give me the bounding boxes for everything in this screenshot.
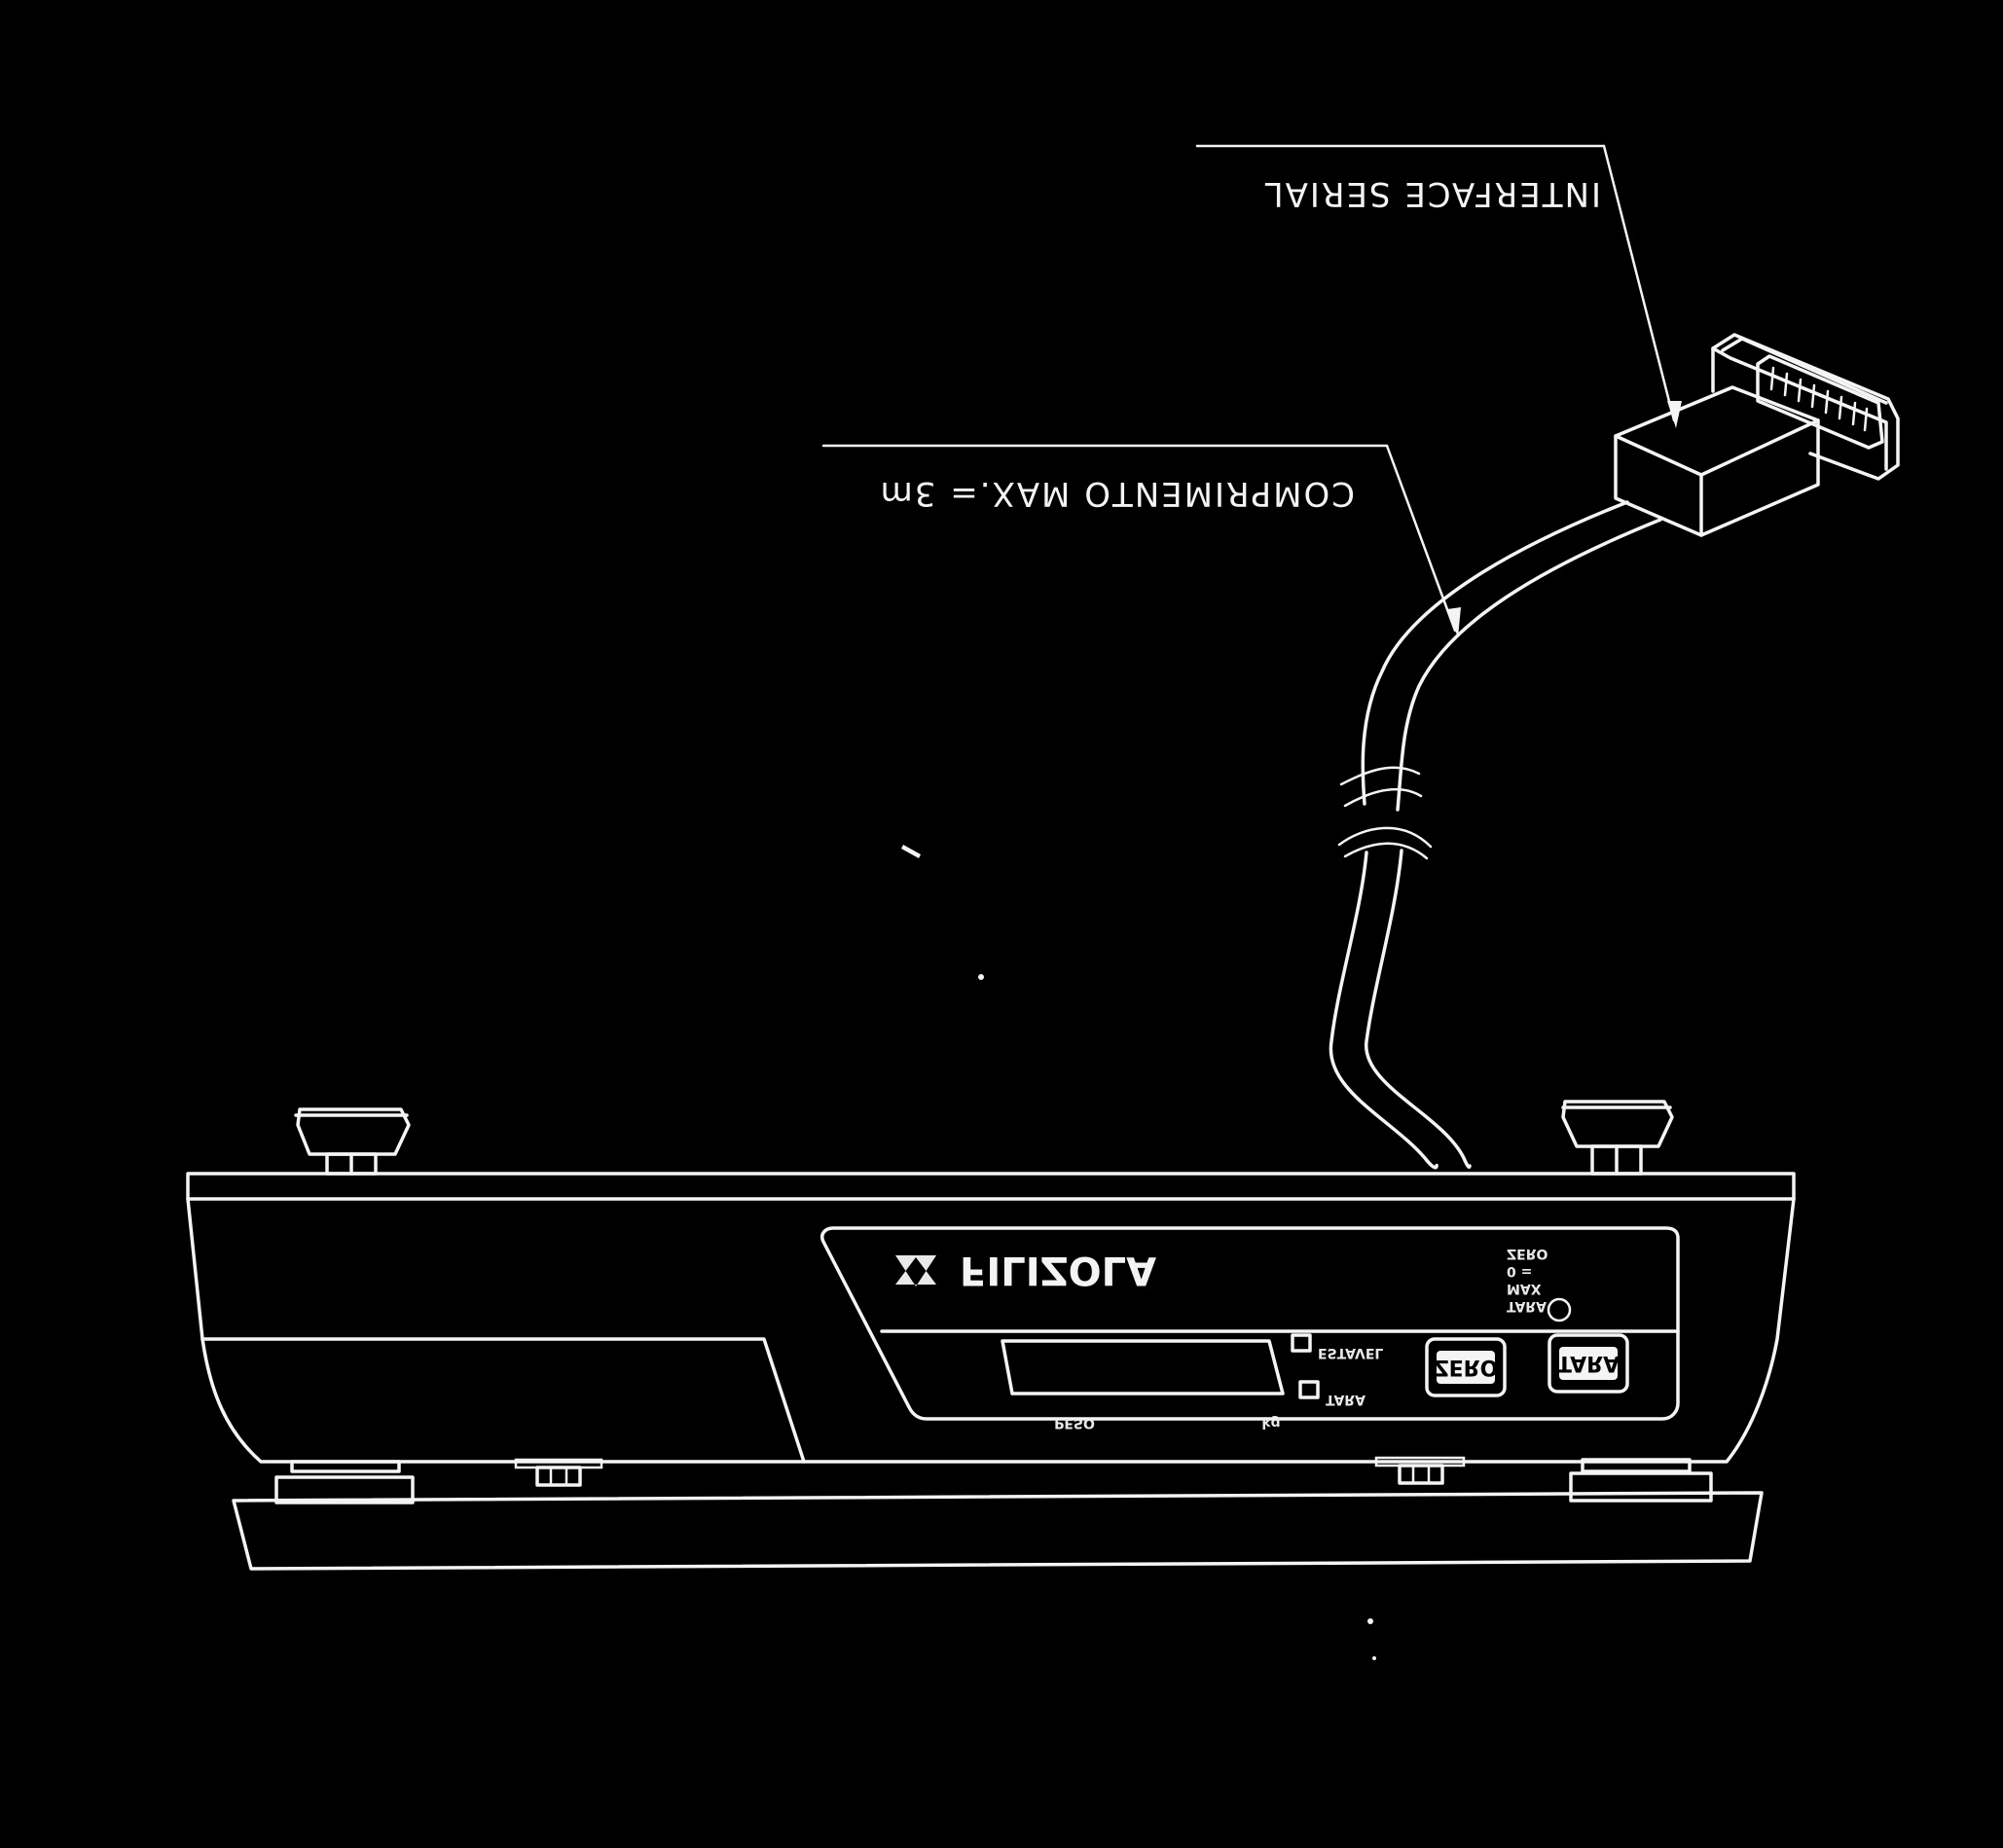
interface-serial-leader-arrow <box>1602 144 1676 422</box>
display-label: PESO <box>1054 1415 1095 1431</box>
stable-indicator <box>1291 1333 1312 1353</box>
cable-length-arrowhead <box>1447 607 1461 637</box>
brand-logo: FILIZOLA <box>895 1248 1156 1292</box>
serial-cable <box>1329 500 1662 1170</box>
interface-serial-label: INTERFACE SERIAL <box>1263 174 1601 213</box>
scale-top <box>186 1100 1796 1201</box>
spec-line: MAX <box>1507 1281 1542 1296</box>
connector-pins <box>1769 366 1869 432</box>
zero-button-label: ZERO <box>1434 1355 1499 1379</box>
weight-display <box>1001 1339 1285 1395</box>
brand-logo-icon <box>895 1255 936 1286</box>
front-panel <box>820 1226 1680 1421</box>
serial-connector <box>1614 333 1900 537</box>
tara-button[interactable]: TARA <box>1548 1333 1629 1394</box>
cable-length-leader-arrow <box>1385 444 1457 633</box>
spec-block: ZERO 0 = MAX TARA <box>1507 1246 1572 1323</box>
spec-line: ZERO <box>1507 1246 1548 1261</box>
zero-button[interactable]: ZERO <box>1425 1337 1507 1397</box>
scale-body: PESO kg ESTAVEL TARA FILIZOLA ZERO 0 = M… <box>186 1197 1796 1464</box>
interface-serial-arrowhead <box>1667 401 1682 428</box>
base-plate <box>232 1491 1764 1571</box>
cable-length-label: COMPRIMENTO MAX.= 3m <box>879 474 1355 513</box>
callout-cable-length: COMPRIMENTO MAX.= 3m <box>821 444 1461 637</box>
tare-indicator <box>1298 1380 1320 1399</box>
spec-line: 0 = <box>1507 1263 1532 1279</box>
tare-indicator-label: TARA <box>1326 1392 1366 1407</box>
approval-seal-icon <box>1547 1297 1572 1323</box>
stable-indicator-label: ESTAVEL <box>1318 1345 1383 1360</box>
left-knob <box>294 1107 411 1176</box>
right-knob <box>1561 1100 1674 1176</box>
display-unit: kg <box>1261 1415 1280 1431</box>
scan-speckles <box>901 845 1376 1660</box>
brand-name: FILIZOLA <box>960 1248 1156 1292</box>
scale-base <box>232 1456 1764 1571</box>
callout-interface-serial: INTERFACE SERIAL <box>1195 144 1682 428</box>
tara-button-label: TARA <box>1557 1351 1620 1375</box>
spec-line: TARA <box>1507 1298 1547 1314</box>
